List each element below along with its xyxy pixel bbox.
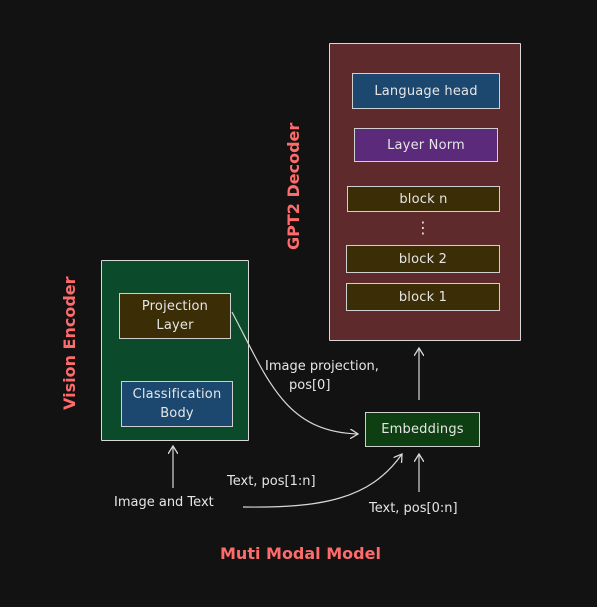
block-1: block 1 <box>346 283 500 311</box>
image-projection-label: Image projection, pos[0] <box>265 357 379 395</box>
classification-body-block: Classification Body <box>121 381 233 427</box>
block-ellipsis: ⋮ <box>415 218 431 237</box>
arrow-projection-to-embeddings <box>231 311 358 434</box>
layer-norm-block: Layer Norm <box>354 128 498 162</box>
image-and-text-label: Image and Text <box>114 495 214 510</box>
diagram-title: Muti Modal Model <box>220 544 381 563</box>
language-head-block: Language head <box>352 73 500 109</box>
block-2: block 2 <box>346 245 500 273</box>
block-n: block n <box>347 186 500 212</box>
arrow-input-to-embeddings <box>242 454 402 508</box>
image-projection-line2: pos[0] <box>289 378 331 393</box>
text-pos-0n-label: Text, pos[0:n] <box>369 501 458 516</box>
text-pos-1n-label: Text, pos[1:n] <box>227 474 316 489</box>
image-projection-line1: Image projection, <box>265 359 379 374</box>
projection-layer-block: Projection Layer <box>119 293 231 339</box>
embeddings-block: Embeddings <box>365 412 480 447</box>
